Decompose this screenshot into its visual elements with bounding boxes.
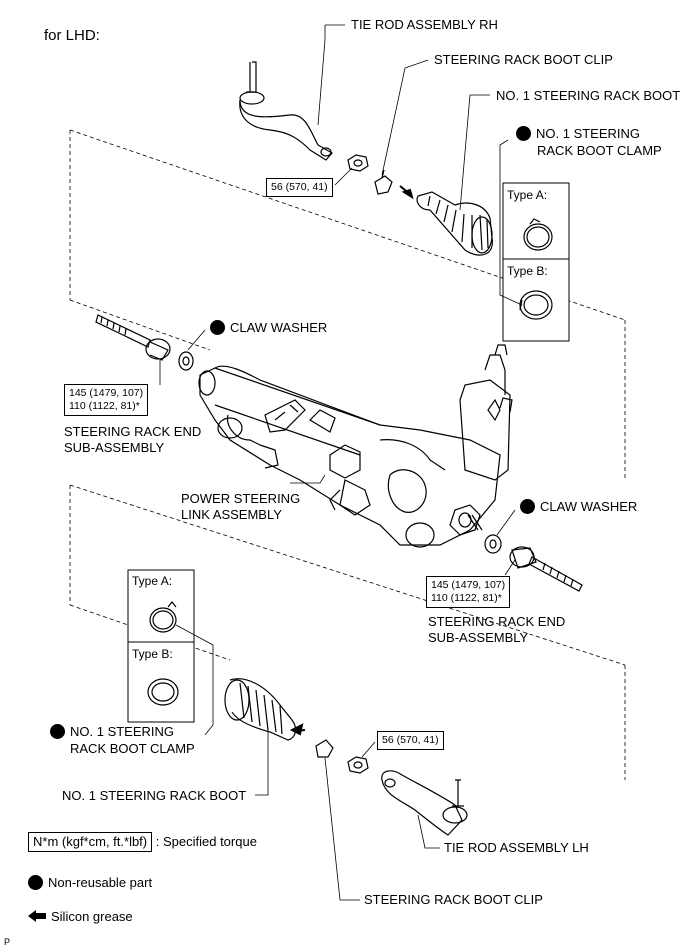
power-steering-link-assembly: [198, 344, 513, 548]
label-boot-clip-bottom: STEERING RACK BOOT CLIP: [364, 892, 543, 907]
upper-assembly-outline: [69, 129, 626, 480]
non-reusable-dot-icon: [50, 724, 65, 739]
tie-rod-lh: [381, 770, 468, 836]
clamp-type-a-top: [523, 218, 553, 251]
non-reusable-dot-icon: [210, 320, 225, 335]
label-claw-washer-right: CLAW WASHER: [520, 499, 637, 515]
leader-tie-rod-rh: [317, 25, 326, 126]
boot-top: [416, 191, 493, 256]
type-b-label-bottom: Type B:: [132, 647, 173, 661]
clamp-type-b-bottom: [147, 678, 179, 706]
label-clamp-top-line2: RACK BOOT CLAMP: [537, 143, 662, 158]
legend-non-reusable: Non-reusable part: [28, 875, 152, 891]
nut-bottom: [347, 756, 369, 774]
label-tie-rod-rh: TIE ROD ASSEMBLY RH: [351, 17, 498, 32]
torque-rack-end-left: 145 (1479, 107) 110 (1122, 81)*: [64, 384, 149, 416]
non-reusable-dot-icon: [28, 875, 43, 890]
legend-torque: N*m (kgf*cm, ft.*lbf) : Specified torque: [28, 832, 257, 852]
label-power-steering-2: LINK ASSEMBLY: [181, 507, 282, 522]
label-claw-washer-left: CLAW WASHER: [210, 320, 327, 336]
label-boot-top: NO. 1 STEERING RACK BOOT: [496, 88, 681, 103]
boot-bottom: [224, 678, 297, 741]
torque-tie-rod-nut-top: 56 (570, 41): [266, 178, 333, 197]
footer-code: P: [4, 937, 11, 947]
boot-clip-bottom: [315, 739, 334, 758]
label-rack-end-right-1: STEERING RACK END: [428, 614, 566, 629]
claw-washer-right: [484, 534, 502, 554]
torque-rack-end-right: 145 (1479, 107) 110 (1122, 81)*: [426, 576, 511, 608]
label-boot-bottom: NO. 1 STEERING RACK BOOT: [62, 788, 247, 803]
clamp-type-a-bottom: [149, 601, 177, 633]
label-rack-end-left-1: STEERING RACK END: [64, 424, 202, 439]
label-power-steering-1: POWER STEERING: [181, 491, 301, 506]
rack-end-right: [509, 546, 583, 592]
non-reusable-dot-icon: [520, 499, 535, 514]
type-box-top: [502, 182, 570, 342]
torque-tie-rod-nut-bottom: 56 (570, 41): [377, 731, 444, 750]
tie-rod-rh: [239, 61, 333, 161]
legend-silicon-grease: Silicon grease: [28, 909, 133, 925]
label-rack-end-right-2: SUB-ASSEMBLY: [428, 630, 529, 645]
label-boot-clip-top: STEERING RACK BOOT CLIP: [434, 52, 613, 67]
type-a-label-bottom: Type A:: [132, 574, 173, 588]
legend-torque-unit: N*m (kgf*cm, ft.*lbf): [28, 832, 153, 852]
non-reusable-dot-icon: [516, 126, 531, 141]
variant-title: for LHD:: [44, 27, 100, 44]
silicon-grease-arrow-icon: [28, 910, 46, 922]
rack-end-left: [95, 314, 171, 361]
label-rack-end-left-2: SUB-ASSEMBLY: [64, 440, 165, 455]
type-b-label-top: Type B:: [507, 264, 548, 278]
legend-torque-desc: : Specified torque: [155, 834, 257, 849]
label-clamp-top: NO. 1 STEERING: [516, 126, 640, 142]
type-box-bottom: [127, 569, 195, 723]
label-clamp-bottom: NO. 1 STEERING: [50, 724, 174, 740]
boot-clip-top: [374, 169, 393, 195]
clamp-type-b-top: [519, 290, 553, 320]
claw-washer-left: [178, 351, 194, 371]
label-tie-rod-lh: TIE ROD ASSEMBLY LH: [444, 840, 589, 855]
nut-top: [347, 154, 369, 172]
label-clamp-bottom-line2: RACK BOOT CLAMP: [70, 741, 195, 756]
type-a-label-top: Type A:: [507, 188, 548, 202]
